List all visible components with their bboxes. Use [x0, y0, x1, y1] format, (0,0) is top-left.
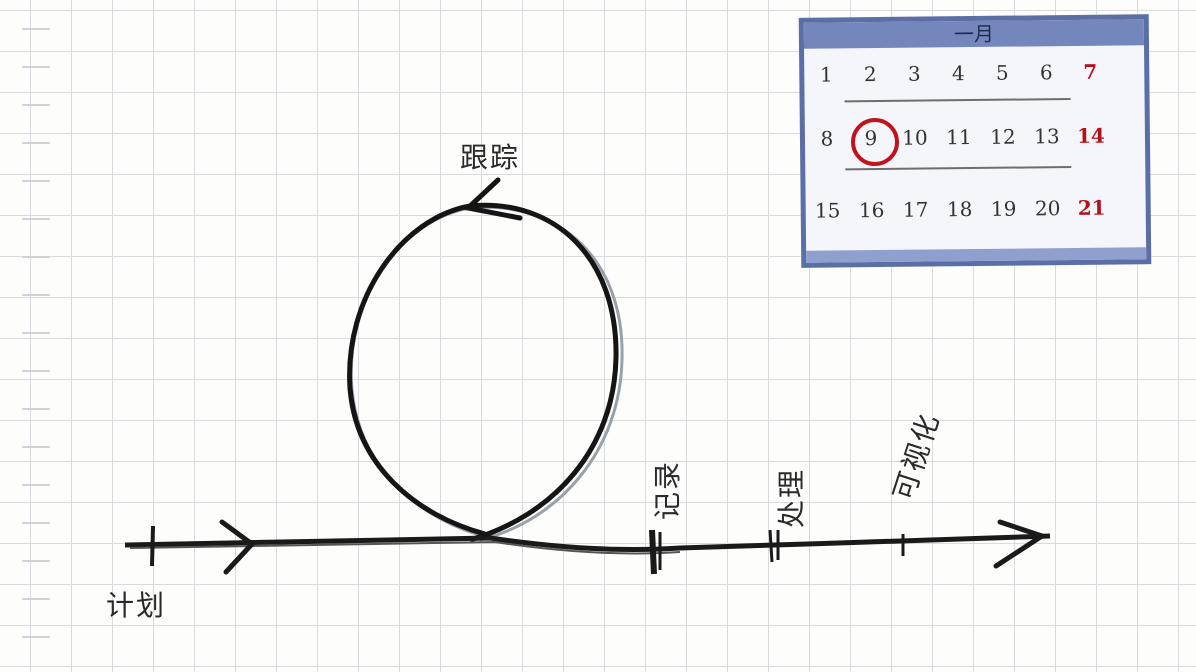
- margin-tick: [22, 66, 50, 68]
- margin-tick: [22, 522, 50, 524]
- margin-tick: [22, 370, 50, 372]
- calendar-day: 16: [858, 197, 885, 223]
- margin-tick: [22, 560, 50, 562]
- calendar-day: 2: [863, 62, 877, 87]
- calendar-day: 4: [951, 61, 965, 86]
- label-record: 记录: [651, 459, 685, 521]
- calendar-day: 8: [820, 126, 834, 151]
- timeline-line: [124, 533, 1051, 553]
- calendar-bottom-band: [806, 247, 1147, 263]
- label-plan: 计划: [106, 589, 167, 622]
- calendar-day: 15: [814, 198, 841, 223]
- process-tick: [768, 529, 774, 563]
- calendar-day: 11: [946, 125, 972, 150]
- highlight-circle: [850, 117, 900, 167]
- tracking-arrowhead: [462, 177, 523, 221]
- margin-tick: [22, 446, 50, 448]
- calendar-day: 3: [907, 61, 921, 86]
- margin-tick: [22, 256, 50, 258]
- calendar-day: 20: [1034, 196, 1061, 221]
- calendar-day: 21: [1077, 195, 1106, 220]
- calendar-day: 19: [990, 196, 1017, 221]
- margin-tick: [22, 332, 50, 334]
- calendar-divider: [845, 165, 1072, 171]
- calendar-day: 7: [1083, 59, 1098, 84]
- calendar-sketch: 一月 1 2 3 4 5 6 7 8 9 10 11 12 13 14 15 1…: [798, 14, 1152, 268]
- margin-tick: [22, 294, 50, 296]
- timeline-start-tick: [150, 525, 155, 567]
- calendar-row: 15 16 17 18 19 20 21: [806, 195, 1146, 223]
- calendar-day: 18: [946, 197, 973, 222]
- calendar-day: 12: [990, 124, 1016, 149]
- margin-tick: [22, 218, 50, 220]
- calendar-day: 17: [902, 197, 929, 222]
- label-track: 跟踪: [460, 141, 521, 174]
- calendar-month: 一月: [803, 19, 1145, 49]
- record-tick: [649, 529, 657, 575]
- margin-tick: [22, 636, 50, 638]
- calendar-day: 1: [819, 62, 833, 87]
- margin-tick: [22, 142, 50, 144]
- margin-ticks: [22, 0, 62, 672]
- calendar-day: 14: [1076, 123, 1105, 148]
- calendar-day: 13: [1034, 124, 1060, 149]
- calendar-day: 6: [1039, 60, 1053, 85]
- timeline-mid-arrow: [219, 519, 256, 575]
- calendar-day: 10: [902, 125, 928, 150]
- margin-tick: [22, 180, 50, 182]
- calendar-divider: [844, 97, 1071, 103]
- timeline-line: [129, 540, 681, 555]
- label-process: 处理: [775, 467, 809, 529]
- margin-tick: [22, 408, 50, 410]
- timeline-end-arrow: [993, 519, 1048, 569]
- margin-tick: [22, 28, 50, 30]
- calendar-day: 5: [995, 60, 1009, 85]
- margin-tick: [22, 104, 50, 106]
- calendar-row: 1 2 3 4 5 6 7: [804, 59, 1144, 87]
- margin-tick: [22, 598, 50, 600]
- margin-tick: [22, 484, 50, 486]
- tracking-loop: [347, 202, 619, 543]
